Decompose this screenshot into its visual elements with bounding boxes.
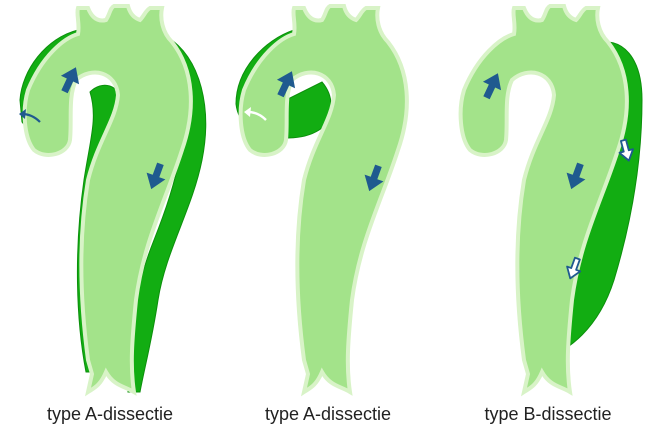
panel-1-aorta bbox=[19, 6, 206, 392]
panel-1-caption: type A-dissectie bbox=[10, 404, 210, 425]
panel-3-caption: type B-dissectie bbox=[448, 404, 648, 425]
panel-3-aorta bbox=[461, 6, 642, 392]
panel-2-caption: type A-dissectie bbox=[228, 404, 428, 425]
panel-2-aorta bbox=[236, 6, 407, 392]
